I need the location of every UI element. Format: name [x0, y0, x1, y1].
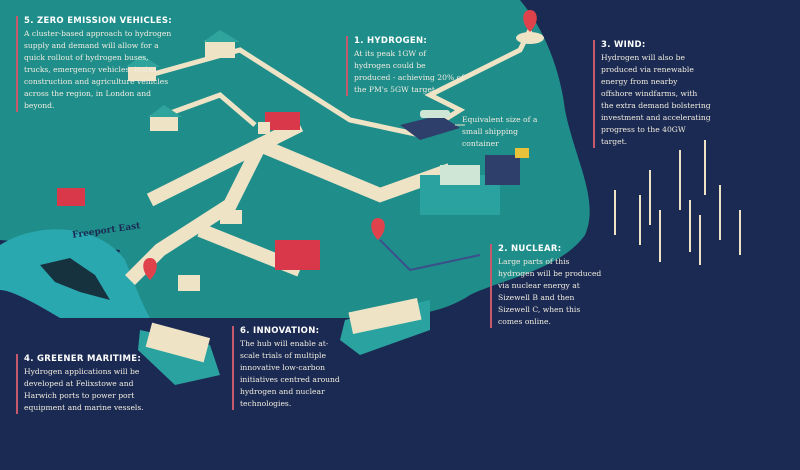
houses: [126, 30, 240, 131]
section-innovation: 6. INNOVATION: The hub will enable at-sc…: [232, 326, 345, 410]
section-body: Large parts of this hydrogen will be pro…: [498, 257, 602, 326]
section-greener-maritime: 4. GREENER MARITIME: Hydrogen applicatio…: [16, 354, 149, 414]
section-zero-emission-vehicles: 5. ZERO EMISSION VEHICLES: A cluster-bas…: [16, 16, 174, 112]
nuclear-plant: [420, 148, 529, 215]
section-body: Hydrogen applications will be developed …: [24, 367, 144, 412]
power-cable: [379, 239, 481, 272]
section-wind: 3. WIND: Hydrogen will also be produced …: [593, 40, 711, 148]
hydrogen-electrolyser: [400, 110, 465, 140]
location-pins: [143, 10, 544, 280]
section-title: 4. GREENER MARITIME:: [24, 354, 142, 364]
cargo-ships: [138, 297, 430, 385]
section-title: 2. NUCLEAR:: [498, 244, 562, 254]
section-body: At its peak 1GW of hydrogen could be pro…: [354, 49, 464, 94]
road-network: [149, 28, 533, 138]
section-title: 3. WIND:: [601, 40, 646, 50]
section-body: Hydrogen will also be produced via renew…: [601, 53, 711, 146]
section-body: A cluster-based approach to hydrogen sup…: [24, 29, 172, 110]
section-title: 1. HYDROGEN:: [354, 36, 428, 46]
wind-turbines: [614, 140, 741, 265]
coast-rocks: [40, 258, 110, 300]
section-nuclear: 2. NUCLEAR: Large parts of this hydrogen…: [490, 244, 603, 328]
container-size-callout: Equivalent size of a small shipping cont…: [462, 115, 538, 148]
section-title: 6. INNOVATION:: [240, 326, 320, 336]
section-title: 5. ZERO EMISSION VEHICLES:: [24, 16, 172, 26]
section-body: The hub will enable at-scale trials of m…: [240, 339, 340, 408]
vehicles: [57, 112, 320, 291]
section-hydrogen: 1. HYDROGEN: At its peak 1GW of hydrogen…: [346, 36, 464, 96]
